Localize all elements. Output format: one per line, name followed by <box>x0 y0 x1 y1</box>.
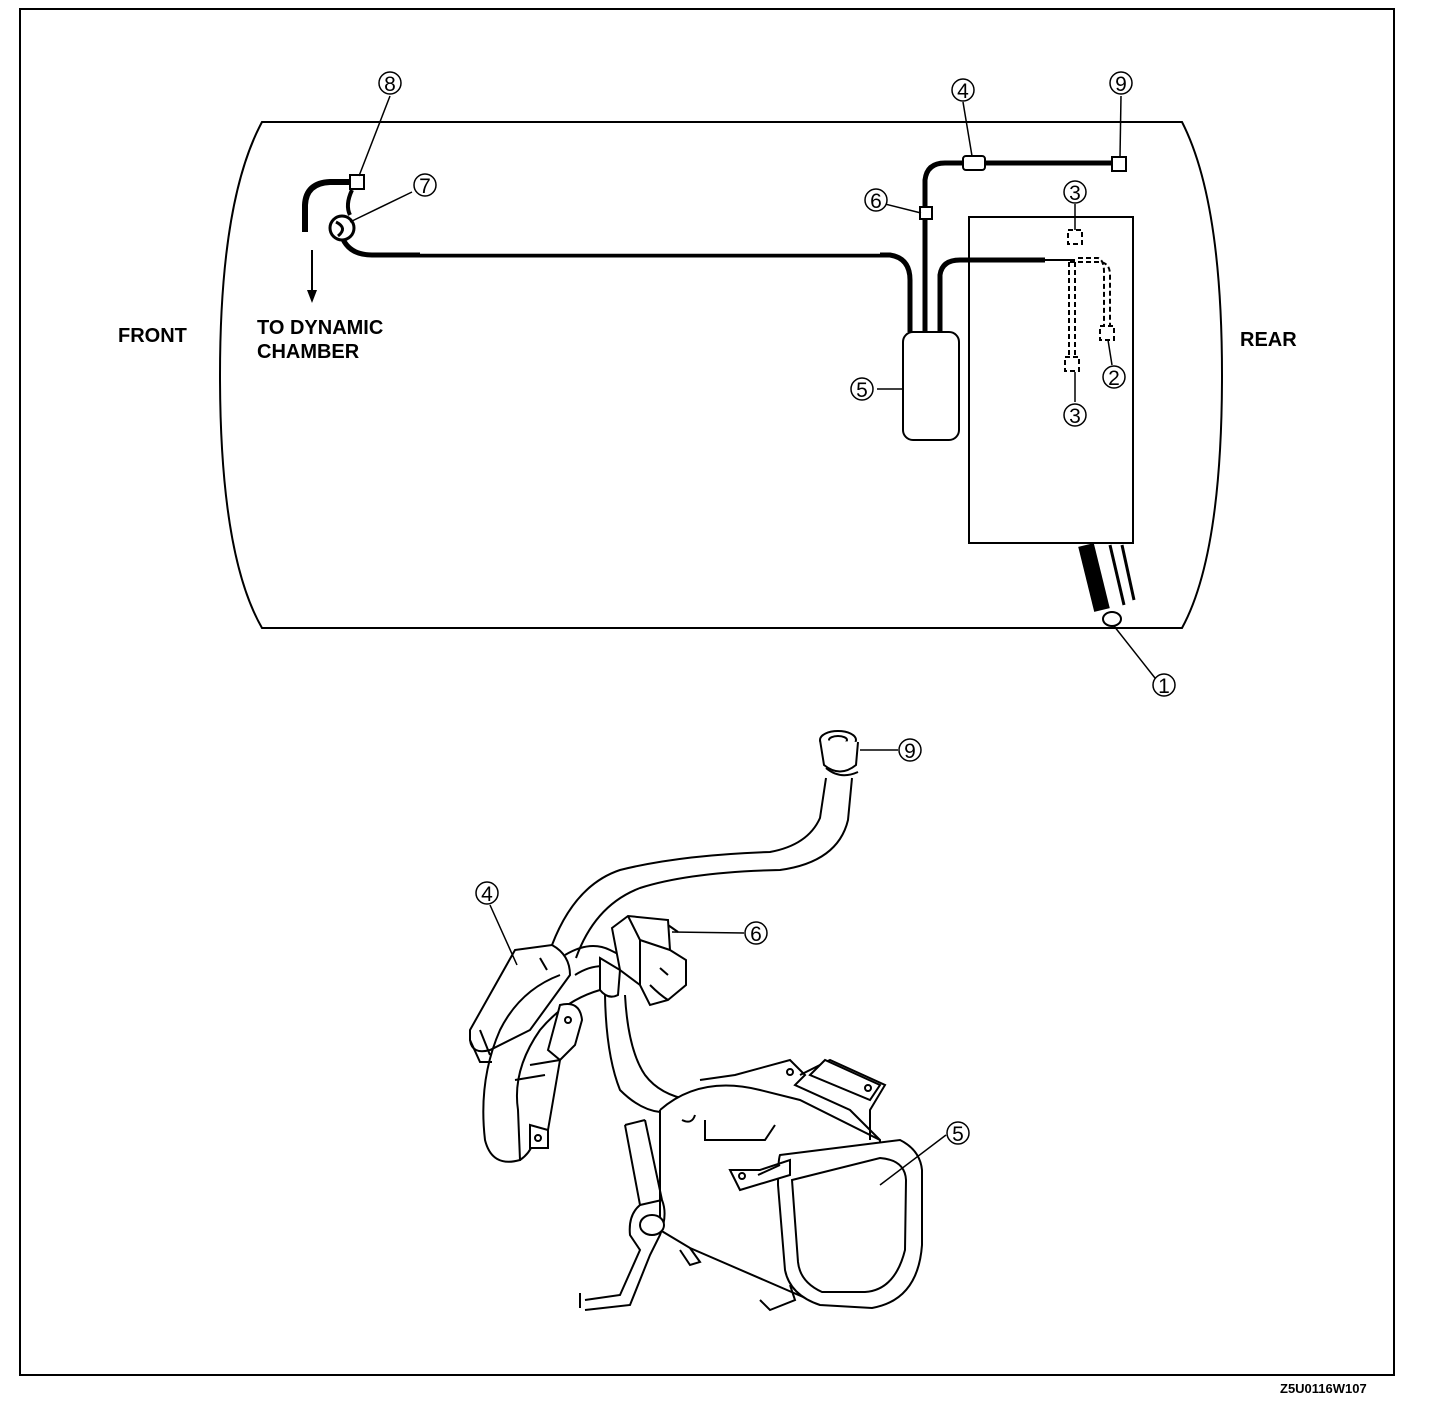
leader-lines <box>349 95 1156 679</box>
callout-7: 7 <box>413 173 437 198</box>
svg-text:4: 4 <box>957 80 969 103</box>
vehicle-top-view: FRONT REAR TO DYNAMIC CHAMBER 8 7 6 4 9 … <box>118 71 1297 698</box>
callout-3-top: 3 <box>1063 180 1087 205</box>
filler-cap-perspective <box>819 730 859 777</box>
chamber-label: CHAMBER <box>257 341 360 363</box>
svg-text:3: 3 <box>1069 405 1081 428</box>
canister-hose <box>604 994 691 1113</box>
figure-code: Z5U0116W107 <box>1280 1381 1367 1396</box>
canister-perspective <box>659 1058 923 1312</box>
callout-2: 2 <box>1102 365 1126 390</box>
callout-5-perspective: 5 <box>946 1121 970 1146</box>
vent-line <box>922 160 965 332</box>
frame-border <box>19 8 1395 1376</box>
callout-1: 1 <box>1152 673 1176 698</box>
vehicle-outline <box>218 121 1224 629</box>
svg-text:4: 4 <box>481 883 493 906</box>
purge-line <box>337 229 913 332</box>
callout-9: 9 <box>1109 71 1133 96</box>
svg-text:9: 9 <box>1115 73 1127 96</box>
filler-cap-9 <box>1111 156 1127 172</box>
callout-6-perspective: 6 <box>744 921 768 946</box>
two-way-valve-perspective <box>469 943 572 1063</box>
canister-assembly-perspective <box>469 730 947 1312</box>
chamber-line <box>302 179 350 232</box>
tank-line <box>937 257 1045 332</box>
tank-internal-valves <box>1064 229 1115 372</box>
callout-9-perspective: 9 <box>898 738 922 763</box>
fuel-tank <box>968 216 1134 544</box>
check-valve-6 <box>919 206 933 220</box>
svg-text:6: 6 <box>870 190 882 213</box>
check-valve-8 <box>349 174 365 190</box>
upper-hose <box>551 777 853 959</box>
svg-text:9: 9 <box>904 740 916 763</box>
front-label: FRONT <box>118 325 187 347</box>
callout-8: 8 <box>378 71 402 96</box>
callout-5: 5 <box>850 377 874 402</box>
rear-label: REAR <box>1240 329 1297 351</box>
svg-text:7: 7 <box>419 175 431 198</box>
flow-arrow <box>307 250 317 303</box>
to-dynamic-label: TO DYNAMIC <box>257 317 383 339</box>
svg-text:3: 3 <box>1069 182 1081 205</box>
two-way-valve-4 <box>962 155 986 171</box>
svg-text:8: 8 <box>384 73 396 96</box>
svg-text:5: 5 <box>856 379 868 402</box>
filler-pipe <box>1078 543 1136 627</box>
svg-text:2: 2 <box>1108 367 1120 390</box>
check-valve-perspective <box>599 914 687 1007</box>
svg-text:1: 1 <box>1158 675 1170 698</box>
canister-drain-pipe <box>579 1119 666 1311</box>
callout-4-perspective: 4 <box>475 881 499 906</box>
callout-4: 4 <box>951 78 975 103</box>
valve-bracket <box>514 1003 584 1149</box>
callout-6: 6 <box>864 188 888 213</box>
callout-3-bottom: 3 <box>1063 403 1087 428</box>
charcoal-canister <box>902 331 960 441</box>
svg-text:5: 5 <box>952 1123 964 1146</box>
svg-text:6: 6 <box>750 923 762 946</box>
